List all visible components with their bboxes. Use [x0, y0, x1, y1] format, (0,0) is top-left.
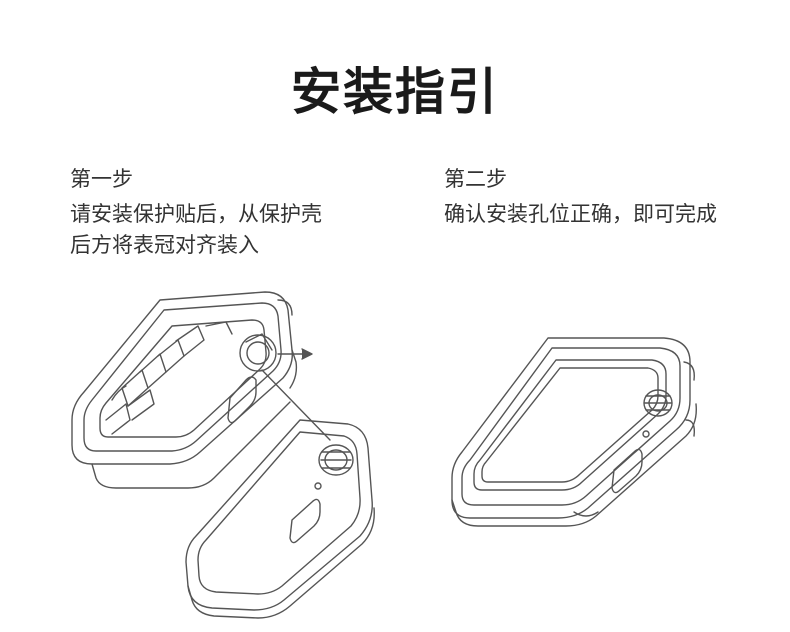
assembled-case-frame: [451, 337, 697, 527]
step-1-line-1: 请安装保护贴后，从保护壳: [70, 202, 322, 226]
step-1-description: 请安装保护贴后，从保护壳 后方将表冠对齐装入: [70, 199, 322, 261]
watch-body: [185, 419, 375, 619]
protective-case-frame: [71, 291, 298, 489]
step-2-heading: 第二步: [444, 167, 507, 191]
step-1-line-2: 后方将表冠对齐装入: [70, 233, 259, 257]
page-title: 安装指引: [291, 63, 499, 121]
step-1-heading: 第一步: [70, 167, 133, 191]
step-2-description: 确认安装孔位正确，即可完成: [444, 199, 717, 230]
direction-arrow: [261, 348, 331, 441]
step-2-line-1: 确认安装孔位正确，即可完成: [444, 202, 717, 226]
